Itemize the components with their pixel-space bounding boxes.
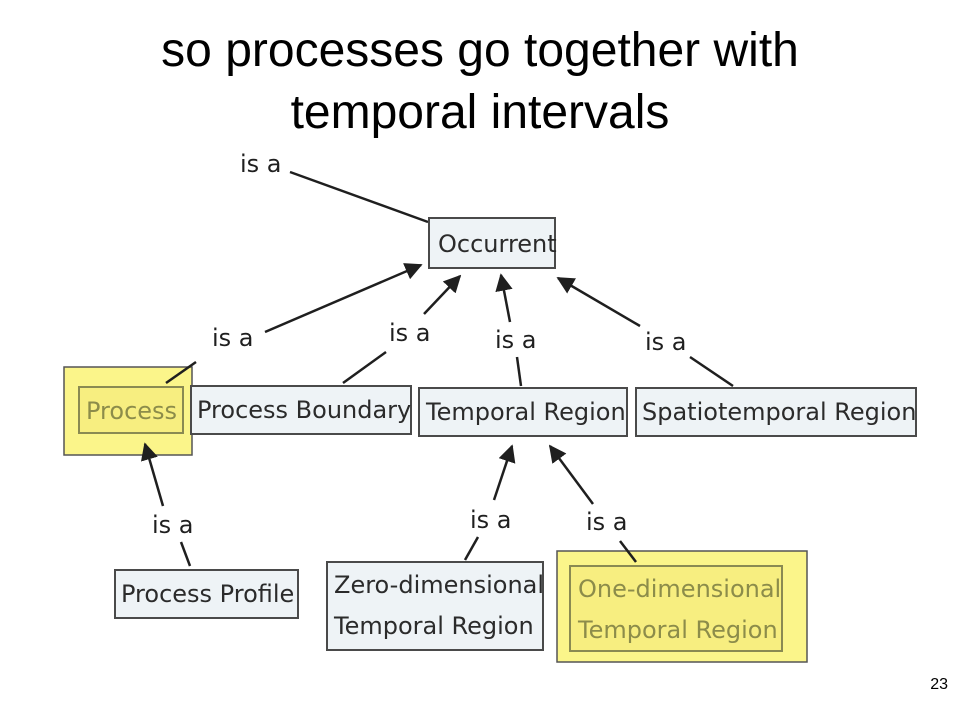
node-one-dimensional-temporal-region: One-dimensional Temporal Region — [569, 565, 783, 652]
edge-profile-process-b — [140, 442, 165, 507]
node-one-dimensional-line1: One-dimensional — [578, 575, 781, 603]
node-process-label: Process — [86, 397, 177, 425]
node-spatiotemporal-region-label: Spatiotemporal Region — [642, 398, 916, 426]
edge-label-top-cut: is a — [240, 150, 282, 178]
edge-label-one: is a — [586, 508, 628, 536]
title-line-2: temporal intervals — [290, 86, 670, 139]
node-zero-dimensional-temporal-region: Zero-dimensional Temporal Region — [326, 561, 544, 651]
edge-label-spatiotemporal: is a — [645, 328, 687, 356]
edge-zero-temporal-a — [463, 536, 480, 561]
edge-one-temporal-b — [548, 444, 595, 505]
title-line-1: so processes go together with — [161, 24, 799, 77]
edge-occurrent-up — [289, 170, 429, 224]
edge-label-boundary: is a — [389, 319, 431, 347]
node-process: Process — [78, 386, 184, 434]
node-temporal-region: Temporal Region — [418, 387, 628, 437]
node-zero-dimensional-line1: Zero-dimensional — [334, 571, 544, 599]
edge-process-occurrent-b — [264, 263, 423, 334]
node-spatiotemporal-region: Spatiotemporal Region — [635, 387, 917, 437]
edge-label-zero: is a — [470, 506, 512, 534]
edge-profile-process-a — [179, 541, 192, 567]
edge-label-profile: is a — [152, 511, 194, 539]
edge-process-occurrent-a — [165, 360, 197, 385]
edge-spatiotemporal-occurrent-a — [689, 355, 734, 388]
edge-spatiotemporal-occurrent-b — [556, 276, 641, 328]
edge-label-temporal: is a — [495, 326, 537, 354]
slide-title: so processes go together with temporal i… — [0, 20, 960, 144]
edge-zero-temporal-b — [492, 444, 516, 501]
node-one-dimensional-line2: Temporal Region — [577, 616, 778, 644]
edge-temporal-occurrent-b — [495, 273, 513, 323]
edge-boundary-occurrent-a — [342, 350, 387, 385]
node-temporal-region-label: Temporal Region — [425, 398, 626, 426]
edge-one-temporal-a — [619, 540, 637, 563]
node-process-boundary: Process Boundary — [190, 385, 412, 435]
edge-label-process: is a — [212, 324, 254, 352]
node-process-boundary-label: Process Boundary — [197, 396, 411, 424]
edge-temporal-occurrent-a — [515, 356, 523, 387]
page-number: 23 — [930, 676, 948, 693]
node-occurrent-label: Occurrent — [438, 230, 557, 258]
node-process-profile: Process Profile — [114, 569, 299, 619]
node-occurrent: Occurrent — [428, 217, 557, 269]
node-zero-dimensional-line2: Temporal Region — [333, 612, 534, 640]
node-process-profile-label: Process Profile — [121, 580, 294, 608]
edge-boundary-occurrent-b — [423, 274, 462, 315]
